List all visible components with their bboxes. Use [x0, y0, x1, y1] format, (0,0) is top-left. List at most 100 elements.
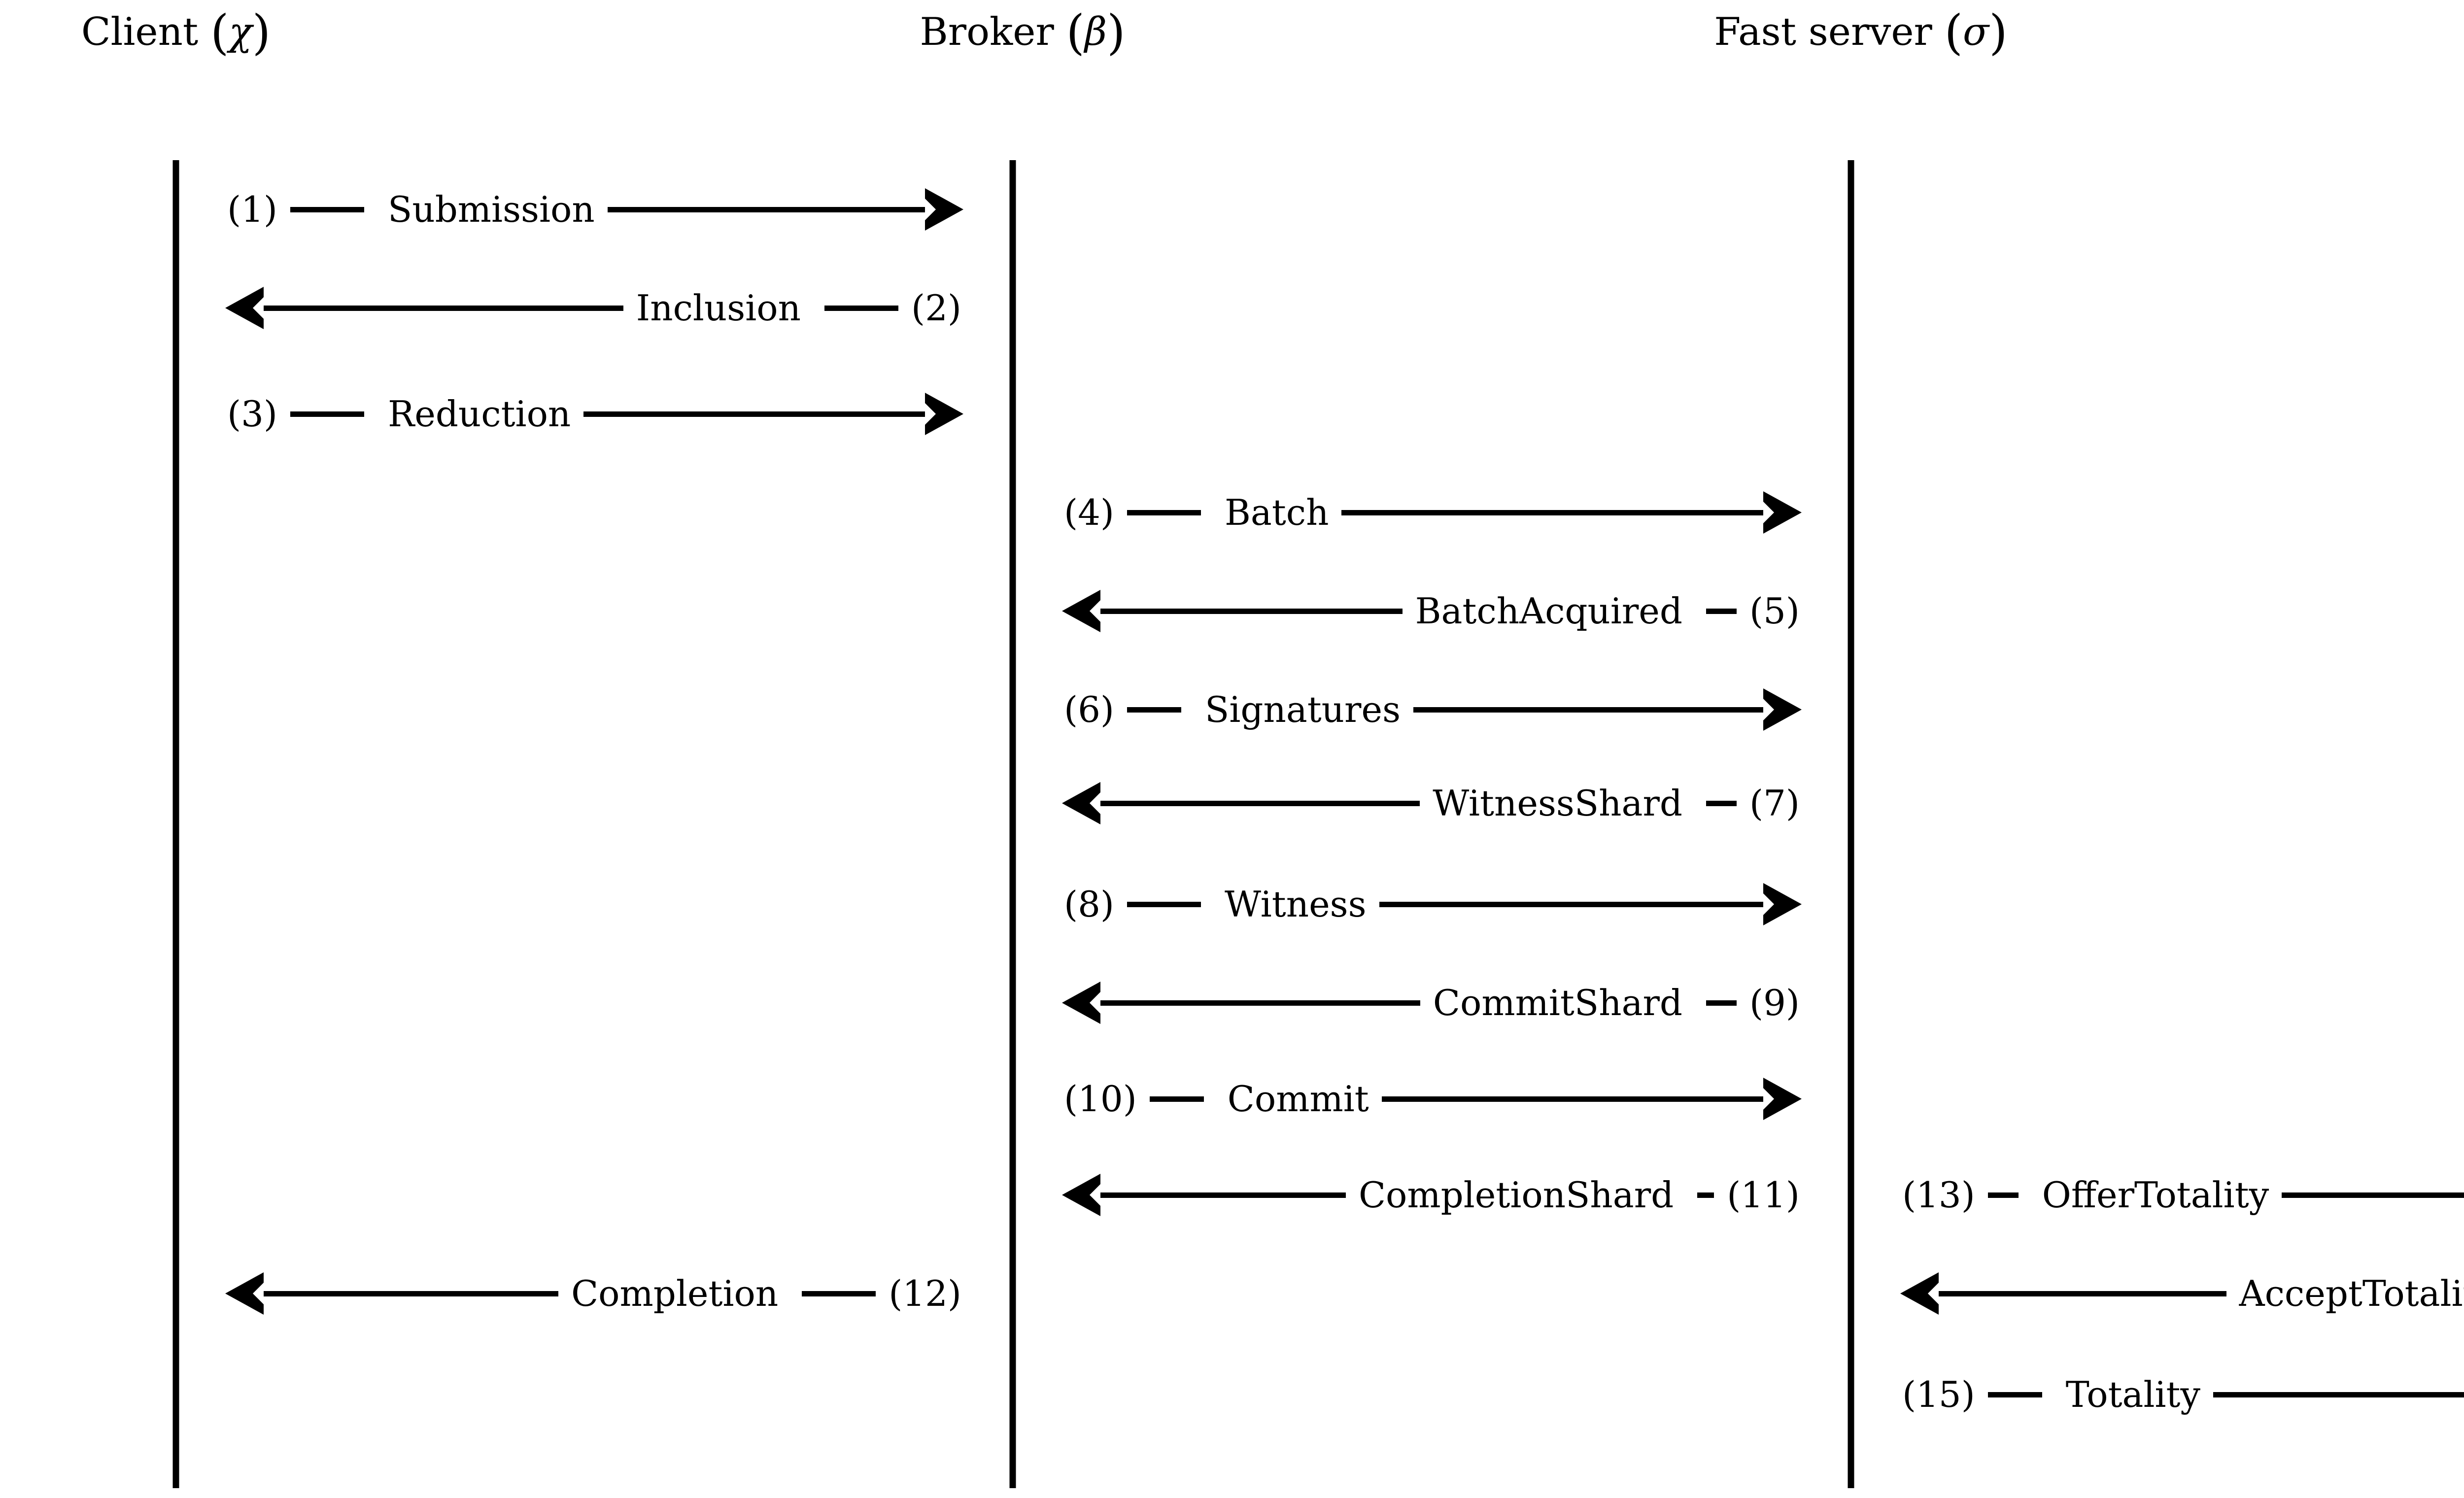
arrow-shaft [1379, 901, 1763, 907]
arrow-shaft-container [2213, 1373, 2464, 1416]
message-label: Witness [1225, 884, 1367, 925]
message-number: (9) [1749, 982, 1800, 1023]
message-label: CommitShard [1433, 982, 1682, 1023]
connector-dash [1706, 608, 1737, 614]
arrow-head-left-icon [225, 287, 264, 329]
message-arrow-batch: (4) Batch [1062, 491, 1802, 534]
arrow-head-right-icon [925, 188, 963, 231]
lifeline-fast_server [1848, 160, 1854, 1488]
connector-dash [290, 411, 364, 417]
message-label: BatchAcquired [1415, 590, 1682, 632]
arrow-shaft-container [607, 188, 963, 231]
message-number: (4) [1064, 492, 1114, 533]
arrow-shaft-container [225, 287, 623, 329]
connector-dash [1706, 1000, 1737, 1006]
connector-dash [1706, 800, 1737, 806]
connector-dash [1987, 1392, 2042, 1397]
participant-name: Fast server [1714, 10, 1932, 54]
arrow-shaft-container [1062, 590, 1403, 632]
arrow-head-right-icon [1763, 1078, 1802, 1120]
connector-dash [1127, 901, 1201, 907]
connector-dash [1697, 1192, 1714, 1198]
arrow-shaft-container [1062, 982, 1420, 1024]
message-label: Inclusion [636, 287, 801, 329]
arrow-shaft [1413, 707, 1763, 713]
message-number: (10) [1064, 1078, 1137, 1120]
arrow-shaft [583, 411, 925, 417]
message-label: Batch [1225, 492, 1329, 533]
message-arrow-commit: (10) Commit [1062, 1078, 1802, 1120]
connector-dash [1127, 707, 1181, 713]
close-paren: ) [1107, 5, 1126, 60]
message-arrow-submission: (1)Submission [225, 188, 963, 231]
message-number: (15) [1902, 1374, 1975, 1415]
arrow-head-left-icon [1900, 1272, 1939, 1315]
arrow-shaft [1341, 510, 1763, 515]
message-arrow-totality: (15) Totality [1900, 1373, 2464, 1416]
arrow-shaft-container [1413, 688, 1802, 731]
message-label: CompletionShard [1358, 1174, 1674, 1216]
message-label: OfferTotality [2042, 1174, 2269, 1216]
message-arrow-witness: (8)Witness [1062, 883, 1802, 925]
message-arrow-accepttotality: AcceptTotality(14) [1900, 1272, 2464, 1315]
arrow-shaft [1100, 1000, 1420, 1006]
message-label: AcceptTotality [2239, 1273, 2464, 1314]
message-arrow-reduction: (3) Reduction [225, 393, 963, 435]
arrow-shaft [2282, 1192, 2464, 1198]
arrow-head-right-icon [1763, 491, 1802, 534]
arrow-shaft [1100, 608, 1403, 614]
participant-symbol: β [1084, 10, 1107, 54]
arrow-head-left-icon [1062, 590, 1100, 632]
arrow-head-left-icon [1062, 982, 1100, 1024]
message-number: (3) [227, 393, 277, 435]
message-arrow-offertotality: (13) OfferTotality [1900, 1174, 2464, 1216]
arrow-shaft [1100, 800, 1420, 806]
participant-header-client: Client (χ) [81, 9, 271, 56]
message-label: Signatures [1205, 689, 1401, 730]
participant-name: Client [81, 10, 199, 54]
arrow-head-right-icon [1763, 883, 1802, 925]
connector-dash [1127, 510, 1201, 515]
message-arrow-witnessshard: WitnessShard(7) [1062, 782, 1802, 824]
close-paren: ) [252, 5, 271, 60]
connector-dash [1987, 1192, 2019, 1198]
message-number: (13) [1902, 1174, 1975, 1216]
arrow-shaft [607, 206, 925, 212]
message-number: (12) [889, 1273, 961, 1314]
connector-dash [1149, 1096, 1204, 1102]
message-label: Reduction [388, 393, 571, 435]
message-label: Completion [571, 1273, 779, 1314]
message-label: Submission [388, 189, 595, 230]
arrow-shaft [264, 1291, 559, 1296]
arrow-head-left-icon [225, 1272, 264, 1315]
arrow-head-left-icon [1062, 782, 1100, 824]
close-paren: ) [1989, 5, 2008, 60]
arrow-shaft-container [225, 1272, 559, 1315]
connector-dash [824, 305, 898, 311]
message-number: (5) [1749, 590, 1800, 632]
arrow-shaft-container [1341, 491, 1802, 534]
message-number: (11) [1727, 1174, 1800, 1216]
message-arrow-commitshard: CommitShard (9) [1062, 982, 1802, 1024]
message-arrow-signatures: (6)Signatures [1062, 688, 1802, 731]
arrow-head-left-icon [1062, 1174, 1100, 1216]
arrow-shaft [1381, 1096, 1763, 1102]
message-label: Totality [2065, 1374, 2201, 1415]
participant-name: Broker [920, 10, 1054, 54]
arrow-shaft-container [583, 393, 963, 435]
arrow-head-right-icon [1763, 688, 1802, 731]
arrow-shaft [264, 305, 623, 311]
open-paren: ( [210, 5, 229, 60]
arrow-shaft [1100, 1192, 1346, 1198]
lifeline-client [172, 160, 179, 1488]
connector-dash [290, 206, 364, 212]
connector-dash [802, 1291, 876, 1296]
message-label: WitnessShard [1433, 783, 1682, 824]
message-label: Commit [1227, 1078, 1369, 1120]
arrow-shaft-container [1381, 1078, 1802, 1120]
arrow-shaft-container [2282, 1174, 2464, 1216]
message-arrow-completionshard: CompletionShard (11) [1062, 1174, 1802, 1216]
participant-header-broker: Broker (β) [920, 9, 1125, 56]
arrow-shaft-container [1379, 883, 1802, 925]
